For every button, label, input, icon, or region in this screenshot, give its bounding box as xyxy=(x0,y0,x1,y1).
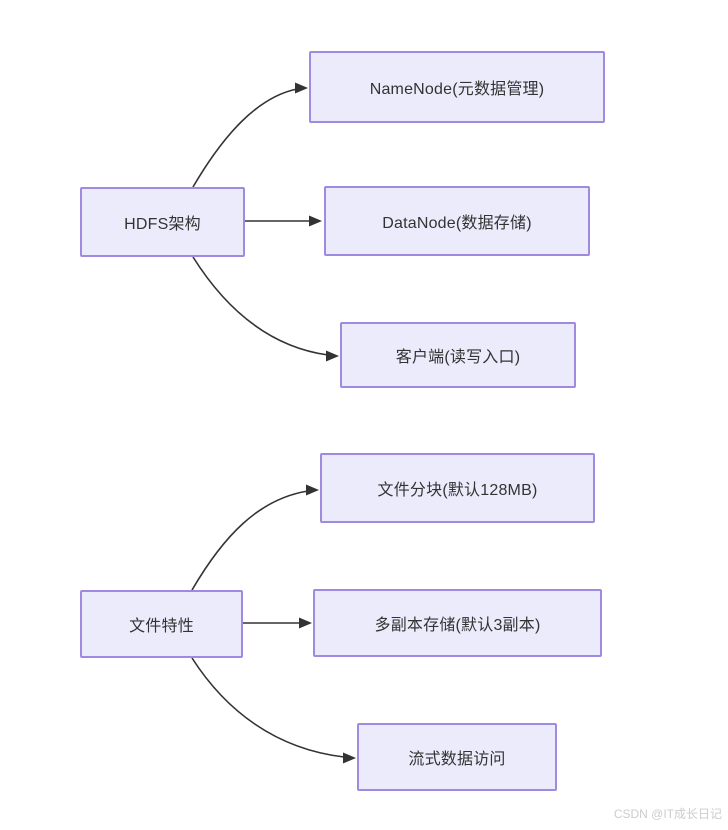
arrowhead-icon xyxy=(306,484,319,496)
node-namenode: NameNode(元数据管理) xyxy=(309,51,605,123)
arrowhead-icon xyxy=(309,215,322,227)
node-label: 文件特性 xyxy=(129,618,194,635)
node-file-characteristics: 文件特性 xyxy=(80,590,243,658)
arrowhead-icon xyxy=(299,617,312,629)
edge-hdfs-datanode xyxy=(245,215,322,227)
node-label: 多副本存储(默认3副本) xyxy=(374,617,541,634)
csdn-watermark: CSDN @IT成长日记 xyxy=(613,807,722,821)
node-label: 客户端(读写入口) xyxy=(395,349,521,366)
node-hdfs-architecture: HDFS架构 xyxy=(80,187,245,257)
node-label: 文件分块(默认128MB) xyxy=(377,482,538,499)
node-label: HDFS架构 xyxy=(124,216,201,233)
node-file-block: 文件分块(默认128MB) xyxy=(320,453,595,523)
arrowhead-icon xyxy=(295,82,308,94)
edge-texing-fenkuai xyxy=(191,484,319,591)
node-datanode: DataNode(数据存储) xyxy=(324,186,590,256)
node-multi-replica: 多副本存储(默认3副本) xyxy=(313,589,602,657)
node-client-entry: 客户端(读写入口) xyxy=(340,322,576,388)
edge-hdfs-namenode xyxy=(192,82,308,188)
edge-texing-liushi xyxy=(191,657,356,764)
edge-texing-fuben xyxy=(243,617,312,629)
node-label: DataNode(数据存储) xyxy=(382,215,532,232)
arrowhead-icon xyxy=(326,350,339,362)
arrowhead-icon xyxy=(343,752,356,764)
node-label: NameNode(元数据管理) xyxy=(369,81,545,98)
edge-hdfs-client xyxy=(192,256,339,362)
node-streaming-access: 流式数据访问 xyxy=(357,723,557,791)
node-label: 流式数据访问 xyxy=(408,751,506,768)
